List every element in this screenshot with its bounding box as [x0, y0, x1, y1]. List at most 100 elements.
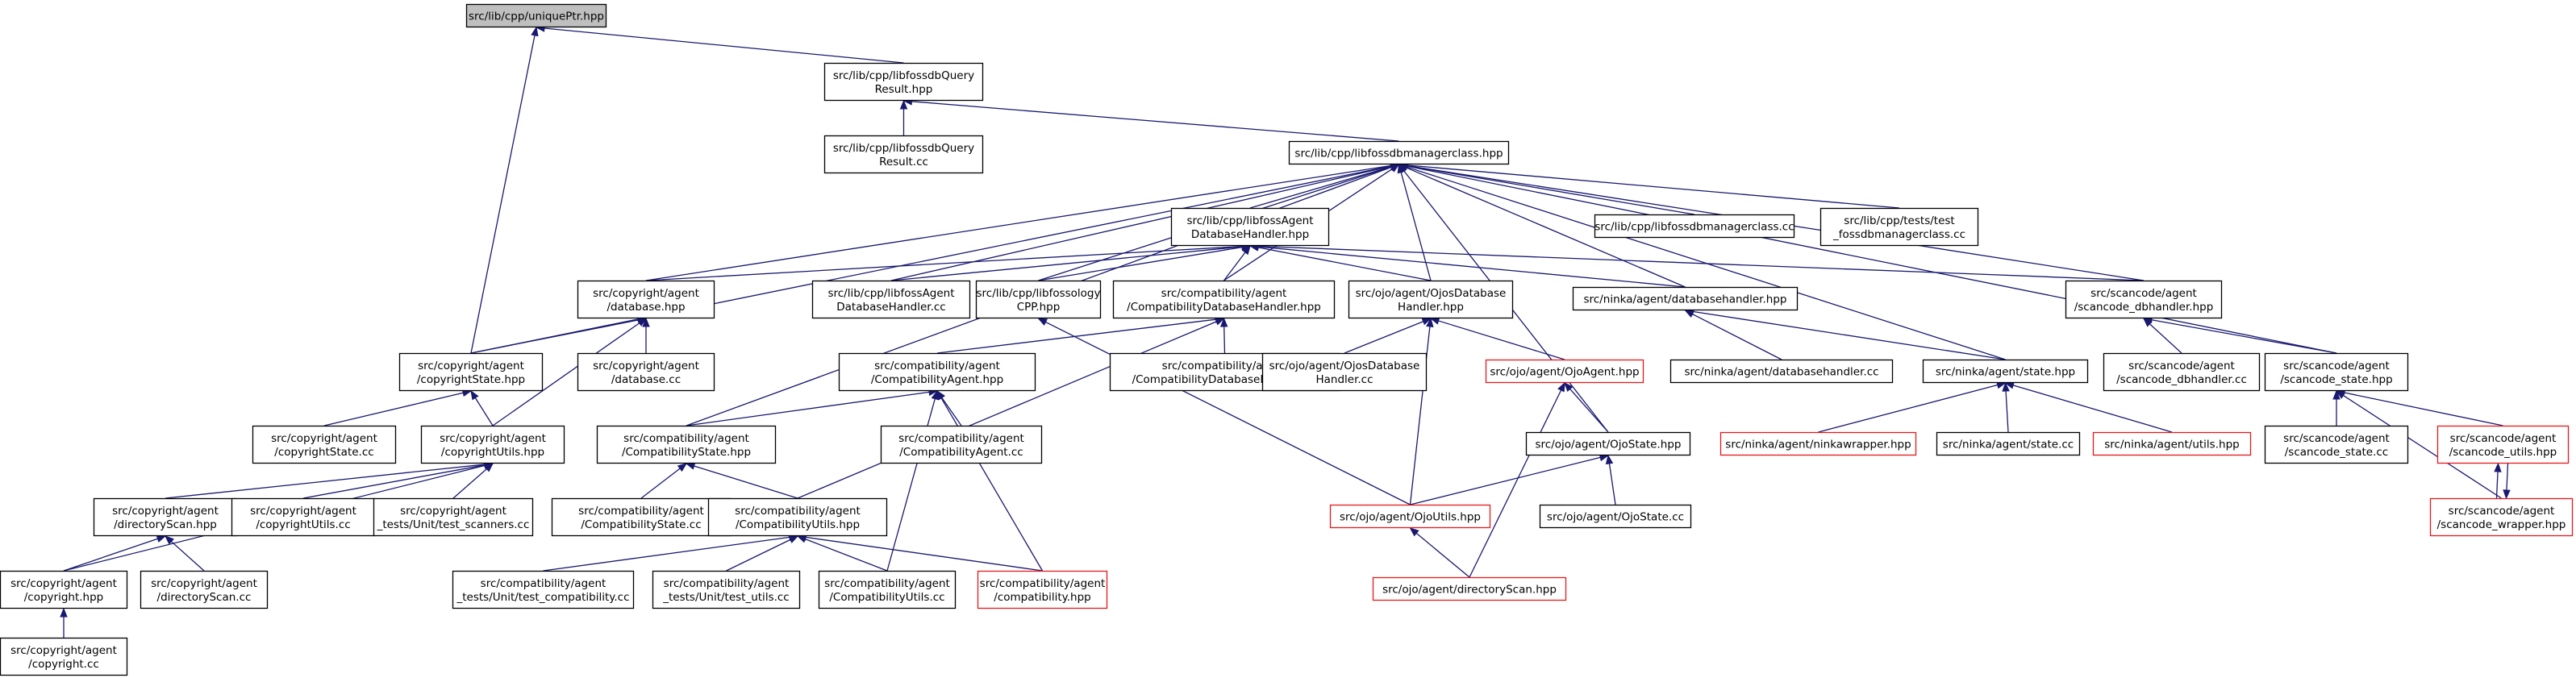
node-box[interactable] [707, 497, 888, 537]
node-box[interactable] [577, 352, 715, 392]
node-box[interactable] [1719, 431, 1917, 456]
node-sc-utils-hpp[interactable]: src/scancode/agent/scancode_utils.hpp [2436, 425, 2570, 464]
node-box[interactable] [1922, 359, 2089, 384]
node-box[interactable] [252, 425, 397, 464]
node-box[interactable] [551, 497, 732, 537]
node-box[interactable] [1261, 352, 1428, 392]
node-dbmanager-cc[interactable]: src/lib/cpp/libfossdbmanagerclass.cc [1594, 214, 1795, 239]
node-sc-dbhandler-hpp[interactable]: src/scancode/agent/scancode_dbhandler.hp… [2065, 280, 2223, 319]
node-ojoutils-hpp[interactable]: src/ojo/agent/OjoUtils.hpp [1329, 504, 1491, 529]
node-box[interactable] [373, 497, 534, 537]
node-box[interactable] [1288, 140, 1510, 165]
node-label: src/ojo/agent/OjoState.hpp [1536, 439, 1682, 451]
node-box[interactable] [1594, 214, 1795, 239]
node-ojostate-hpp[interactable]: src/ojo/agent/OjoState.hpp [1525, 431, 1691, 456]
node-box[interactable] [2103, 352, 2261, 392]
node-dbmanager-hpp[interactable]: src/lib/cpp/libfossdbmanagerclass.hpp [1288, 140, 1510, 165]
node-box[interactable] [2264, 352, 2409, 392]
node-cr-dirscan-cc[interactable]: src/copyright/agent/directoryScan.cc [140, 570, 269, 609]
node-box[interactable] [2429, 497, 2574, 537]
node-box[interactable] [1936, 431, 2081, 456]
node-cr-copyright-cc[interactable]: src/copyright/agent/copyright.cc [0, 637, 128, 676]
node-compat-utils-hpp[interactable]: src/compatibility/agent/CompatibilityUti… [707, 497, 888, 537]
node-box[interactable] [823, 62, 984, 102]
node-box[interactable] [838, 352, 1036, 392]
node-box[interactable] [1329, 504, 1491, 529]
node-ninka-dbhandler-cc[interactable]: src/ninka/agent/databasehandler.cc [1669, 359, 1894, 384]
node-agentdbhandler-hpp[interactable]: src/lib/cpp/libfossAgentDatabaseHandler.… [1170, 207, 1330, 247]
node-ninka-state-hpp[interactable]: src/ninka/agent/state.hpp [1922, 359, 2089, 384]
node-box[interactable] [1525, 431, 1691, 456]
node-box[interactable] [398, 352, 544, 392]
node-sc-state-cc[interactable]: src/scancode/agent/scancode_state.cc [2264, 425, 2409, 464]
node-ninka-dbhandler-hpp[interactable]: src/ninka/agent/databasehandler.hpp [1572, 286, 1799, 311]
node-box[interactable] [823, 135, 984, 174]
node-compat-state-hpp[interactable]: src/compatibility/agent/CompatibilitySta… [596, 425, 777, 464]
node-compat-test-utils[interactable]: src/compatibility/agent_tests/Unit/test_… [652, 570, 801, 609]
node-compat-test-compat[interactable]: src/compatibility/agent_tests/Unit/test_… [452, 570, 635, 609]
node-box[interactable] [2092, 431, 2252, 456]
node-box[interactable] [652, 570, 801, 609]
node-cr-state-cc[interactable]: src/copyright/agent/copyrightState.cc [252, 425, 397, 464]
node-box[interactable] [2436, 425, 2570, 464]
node-label: src/lib/cpp/uniquePtr.hpp [469, 10, 604, 23]
node-box[interactable] [1348, 280, 1514, 319]
node-cr-database-hpp[interactable]: src/copyright/agent/database.hpp [577, 280, 715, 319]
node-uniqueptr[interactable]: src/lib/cpp/uniquePtr.hpp [465, 3, 607, 28]
node-ojostate-cc[interactable]: src/ojo/agent/OjoState.cc [1539, 504, 1692, 529]
node-box[interactable] [1485, 359, 1644, 384]
node-box[interactable] [0, 570, 128, 609]
node-box[interactable] [1669, 359, 1894, 384]
node-compat-compat-hpp[interactable]: src/compatibility/agent/compatibility.hp… [977, 570, 1108, 609]
node-cr-database-cc[interactable]: src/copyright/agent/database.cc [577, 352, 715, 392]
node-box[interactable] [465, 3, 607, 28]
node-box[interactable] [1539, 504, 1692, 529]
node-box[interactable] [420, 425, 565, 464]
node-compat-state-cc[interactable]: src/compatibility/agent/CompatibilitySta… [551, 497, 732, 537]
node-test-dbmanager-cc[interactable]: src/lib/cpp/tests/test_fossdbmanagerclas… [1819, 207, 1979, 247]
node-box[interactable] [975, 280, 1102, 319]
node-box[interactable] [1819, 207, 1979, 247]
node-compat-agent-hpp[interactable]: src/compatibility/agent/CompatibilityAge… [838, 352, 1036, 392]
node-cr-dirscan-hpp[interactable]: src/copyright/agent/directoryScan.hpp [93, 497, 238, 537]
node-ojoagent-hpp[interactable]: src/ojo/agent/OjoAgent.hpp [1485, 359, 1644, 384]
node-cr-utils-cc[interactable]: src/copyright/agent/copyrightUtils.cc [231, 497, 376, 537]
node-compat-agent-cc[interactable]: src/compatibility/agent/CompatibilityAge… [880, 425, 1043, 464]
node-ninkawrapper-hpp[interactable]: src/ninka/agent/ninkawrapper.hpp [1719, 431, 1917, 456]
node-ninka-state-cc[interactable]: src/ninka/agent/state.cc [1936, 431, 2081, 456]
node-cr-test-scanners[interactable]: src/copyright/agent_tests/Unit/test_scan… [373, 497, 534, 537]
node-box[interactable] [2264, 425, 2409, 464]
node-box[interactable] [1170, 207, 1330, 247]
node-sc-dbhandler-cc[interactable]: src/scancode/agent/scancode_dbhandler.cc [2103, 352, 2261, 392]
node-box[interactable] [1572, 286, 1799, 311]
node-cr-state-hpp[interactable]: src/copyright/agent/copyrightState.hpp [398, 352, 544, 392]
node-box[interactable] [140, 570, 269, 609]
node-box[interactable] [880, 425, 1043, 464]
node-ojo-dirscan-hpp[interactable]: src/ojo/agent/directoryScan.hpp [1372, 576, 1567, 601]
node-box[interactable] [452, 570, 635, 609]
node-box[interactable] [811, 280, 971, 319]
node-box[interactable] [2065, 280, 2223, 319]
node-box[interactable] [0, 637, 128, 676]
node-agentdbhandler-cc[interactable]: src/lib/cpp/libfossAgentDatabaseHandler.… [811, 280, 971, 319]
node-box[interactable] [977, 570, 1108, 609]
node-box[interactable] [818, 570, 957, 609]
node-box[interactable] [1112, 280, 1336, 319]
node-box[interactable] [231, 497, 376, 537]
node-box[interactable] [577, 280, 715, 319]
edge-cr_state_hpp-to-cr_database_hpp [470, 319, 639, 354]
node-compat-dbhandler-hpp[interactable]: src/compatibility/agent/CompatibilityDat… [1112, 280, 1336, 319]
node-compat-utils-cc[interactable]: src/compatibility/agent/CompatibilityUti… [818, 570, 957, 609]
node-sc-wrapper-hpp[interactable]: src/scancode/agent/scancode_wrapper.hpp [2429, 497, 2574, 537]
node-cr-copyright-hpp[interactable]: src/copyright/agent/copyright.hpp [0, 570, 128, 609]
node-cr-utils-hpp[interactable]: src/copyright/agent/copyrightUtils.hpp [420, 425, 565, 464]
node-sc-state-hpp[interactable]: src/scancode/agent/scancode_state.hpp [2264, 352, 2409, 392]
node-box[interactable] [1372, 576, 1567, 601]
node-ninka-utils-hpp[interactable]: src/ninka/agent/utils.hpp [2092, 431, 2252, 456]
node-box[interactable] [596, 425, 777, 464]
